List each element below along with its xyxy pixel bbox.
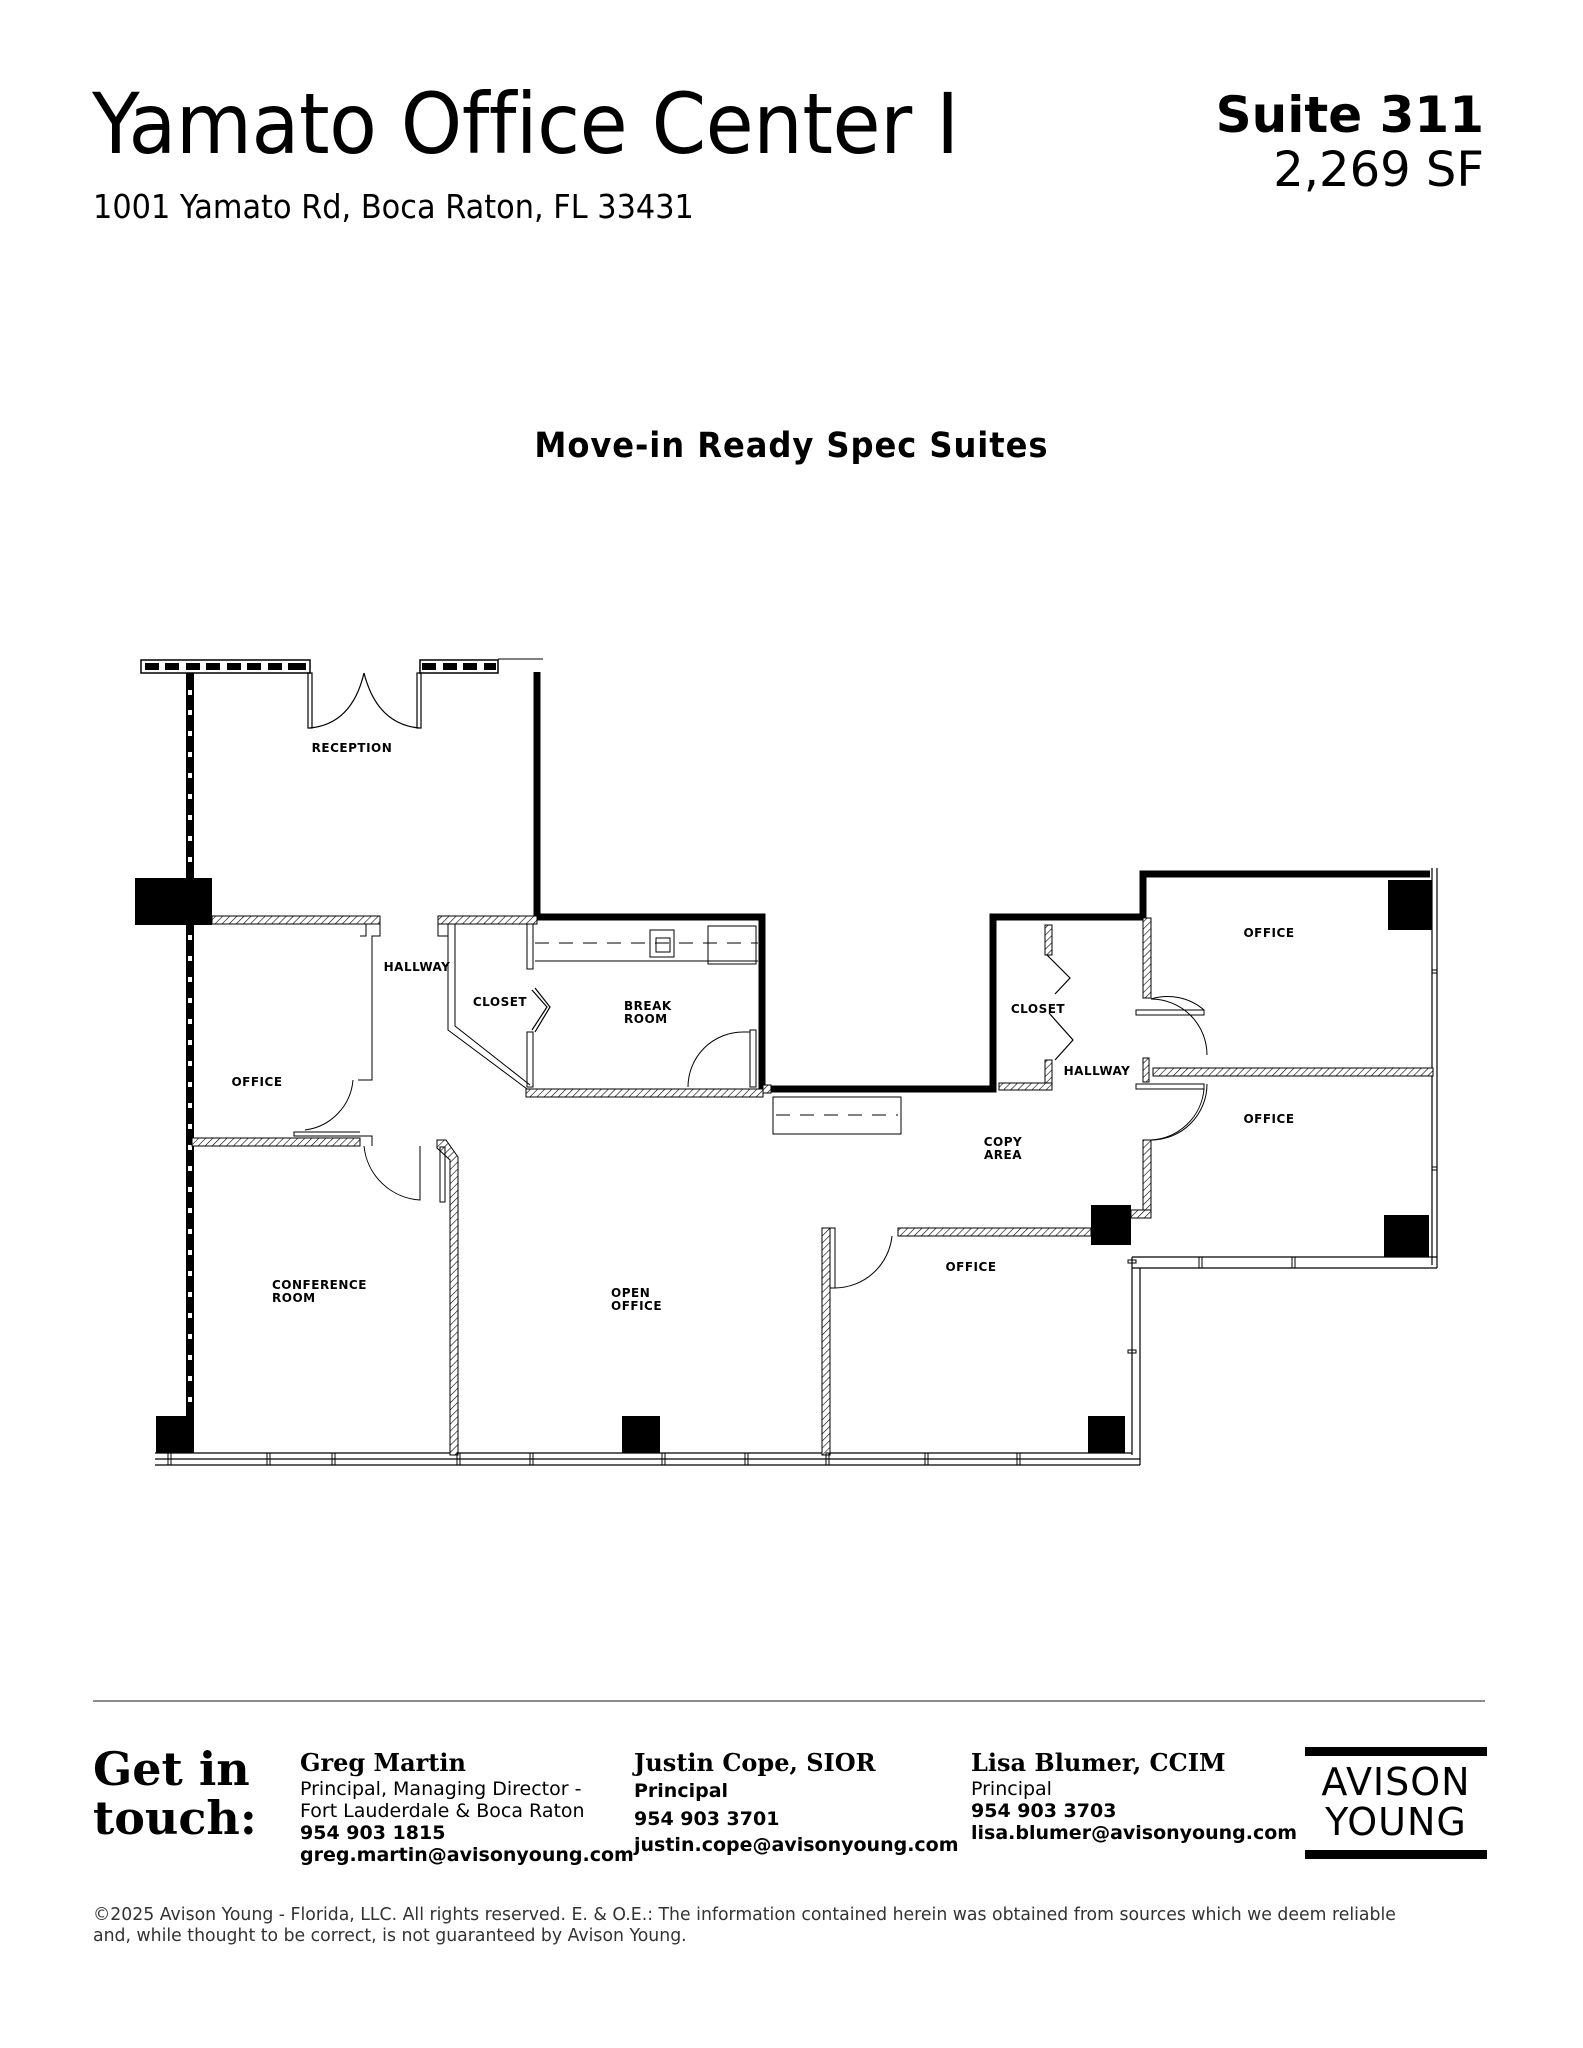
room-label-open-office-1: OPEN <box>611 1286 650 1300</box>
contact-name: Greg Martin <box>300 1748 466 1777</box>
room-label-break-room-2: ROOM <box>624 1012 668 1026</box>
legal-disclaimer: ©2025 Avison Young - Florida, LLC. All r… <box>93 1904 1396 1946</box>
contact-phone[interactable]: 954 903 3701 <box>634 1808 780 1830</box>
room-label-hallway-right: HALLWAY <box>1064 1064 1131 1078</box>
logo-line-1: AVISON <box>1321 1760 1471 1804</box>
demising-walls-thick <box>533 672 1430 1093</box>
room-label-break-room-1: BREAK <box>624 999 672 1013</box>
break-room-counter <box>535 925 758 965</box>
contact-title-2: Fort Lauderdale & Boca Raton <box>300 1800 585 1822</box>
door-swings <box>304 996 1208 1289</box>
columns <box>135 878 1432 1453</box>
exterior-right-bottom-walls <box>155 868 1438 1466</box>
contact-card-justin-cope: Justin Cope, SIOR Principal 954 903 3701… <box>634 1748 959 1856</box>
room-label-copy-area-2: AREA <box>984 1148 1022 1162</box>
contact-phone[interactable]: 954 903 1815 <box>300 1822 446 1844</box>
contact-name: Lisa Blumer, CCIM <box>971 1748 1226 1777</box>
entry-double-door <box>307 672 422 729</box>
contact-name: Justin Cope, SIOR <box>634 1748 876 1777</box>
floor-plan: RECEPTION HALLWAY CLOSET BREAK ROOM OFFI… <box>135 658 1438 1466</box>
contact-card-lisa-blumer: Lisa Blumer, CCIM Principal 954 903 3703… <box>971 1748 1297 1844</box>
interior-thin-walls <box>293 923 1205 1289</box>
mullions <box>167 969 1438 1466</box>
room-label-office-bottom: OFFICE <box>945 1260 996 1274</box>
suite-number: Suite 311 <box>1215 86 1484 144</box>
contact-email[interactable]: greg.martin@avisonyoung.com <box>300 1844 634 1866</box>
room-labels: RECEPTION HALLWAY CLOSET BREAK ROOM OFFI… <box>231 741 1294 1313</box>
contact-email[interactable]: lisa.blumer@avisonyoung.com <box>971 1822 1298 1844</box>
logo-bottom-bar <box>1305 1850 1487 1859</box>
contact-title: Principal <box>971 1778 1052 1800</box>
get-in-touch-heading: Get in touch: <box>93 1745 257 1843</box>
building-address: 1001 Yamato Rd, Boca Raton, FL 33431 <box>93 187 694 226</box>
suite-area: 2,269 SF <box>1273 142 1484 198</box>
room-label-closet-right: CLOSET <box>1011 1002 1066 1016</box>
room-label-office-mid-right: OFFICE <box>1243 1112 1294 1126</box>
copy-counter <box>772 1096 902 1135</box>
room-label-office-left: OFFICE <box>231 1075 282 1089</box>
contact-title: Principal <box>634 1780 729 1802</box>
avison-young-logo: AVISON YOUNG <box>1305 1747 1487 1859</box>
room-label-conference-1: CONFERENCE <box>272 1278 367 1292</box>
closet-bifold-doors <box>531 954 1074 1061</box>
room-label-copy-area-1: COPY <box>984 1135 1023 1149</box>
room-label-closet-left: CLOSET <box>473 995 528 1009</box>
headline: Move-in Ready Spec Suites <box>0 426 1583 466</box>
contact-title: Principal, Managing Director - <box>300 1778 582 1800</box>
headline-text: Move-in Ready Spec Suites <box>534 426 1049 466</box>
logo-top-bar <box>1305 1747 1487 1756</box>
exterior-window-wall-top <box>140 658 543 674</box>
logo-line-2: YOUNG <box>1325 1800 1467 1844</box>
room-label-hallway-left: HALLWAY <box>384 960 451 974</box>
exterior-left-wall <box>186 673 194 1453</box>
footer-divider <box>93 1700 1485 1702</box>
contact-phone[interactable]: 954 903 3703 <box>971 1800 1117 1822</box>
room-label-reception: RECEPTION <box>312 741 393 755</box>
building-title: Yamato Office Center I <box>92 75 959 173</box>
interior-hatched-walls <box>191 915 1434 1456</box>
room-label-open-office-2: OFFICE <box>611 1299 662 1313</box>
get-in-touch-line-1: Get in <box>93 1742 250 1796</box>
room-label-conference-2: ROOM <box>272 1291 316 1305</box>
contact-card-greg-martin: Greg Martin Principal, Managing Director… <box>300 1748 634 1866</box>
contact-email[interactable]: justin.cope@avisonyoung.com <box>634 1834 959 1856</box>
get-in-touch-line-2: touch: <box>93 1791 257 1845</box>
room-label-office-top-right: OFFICE <box>1243 926 1294 940</box>
